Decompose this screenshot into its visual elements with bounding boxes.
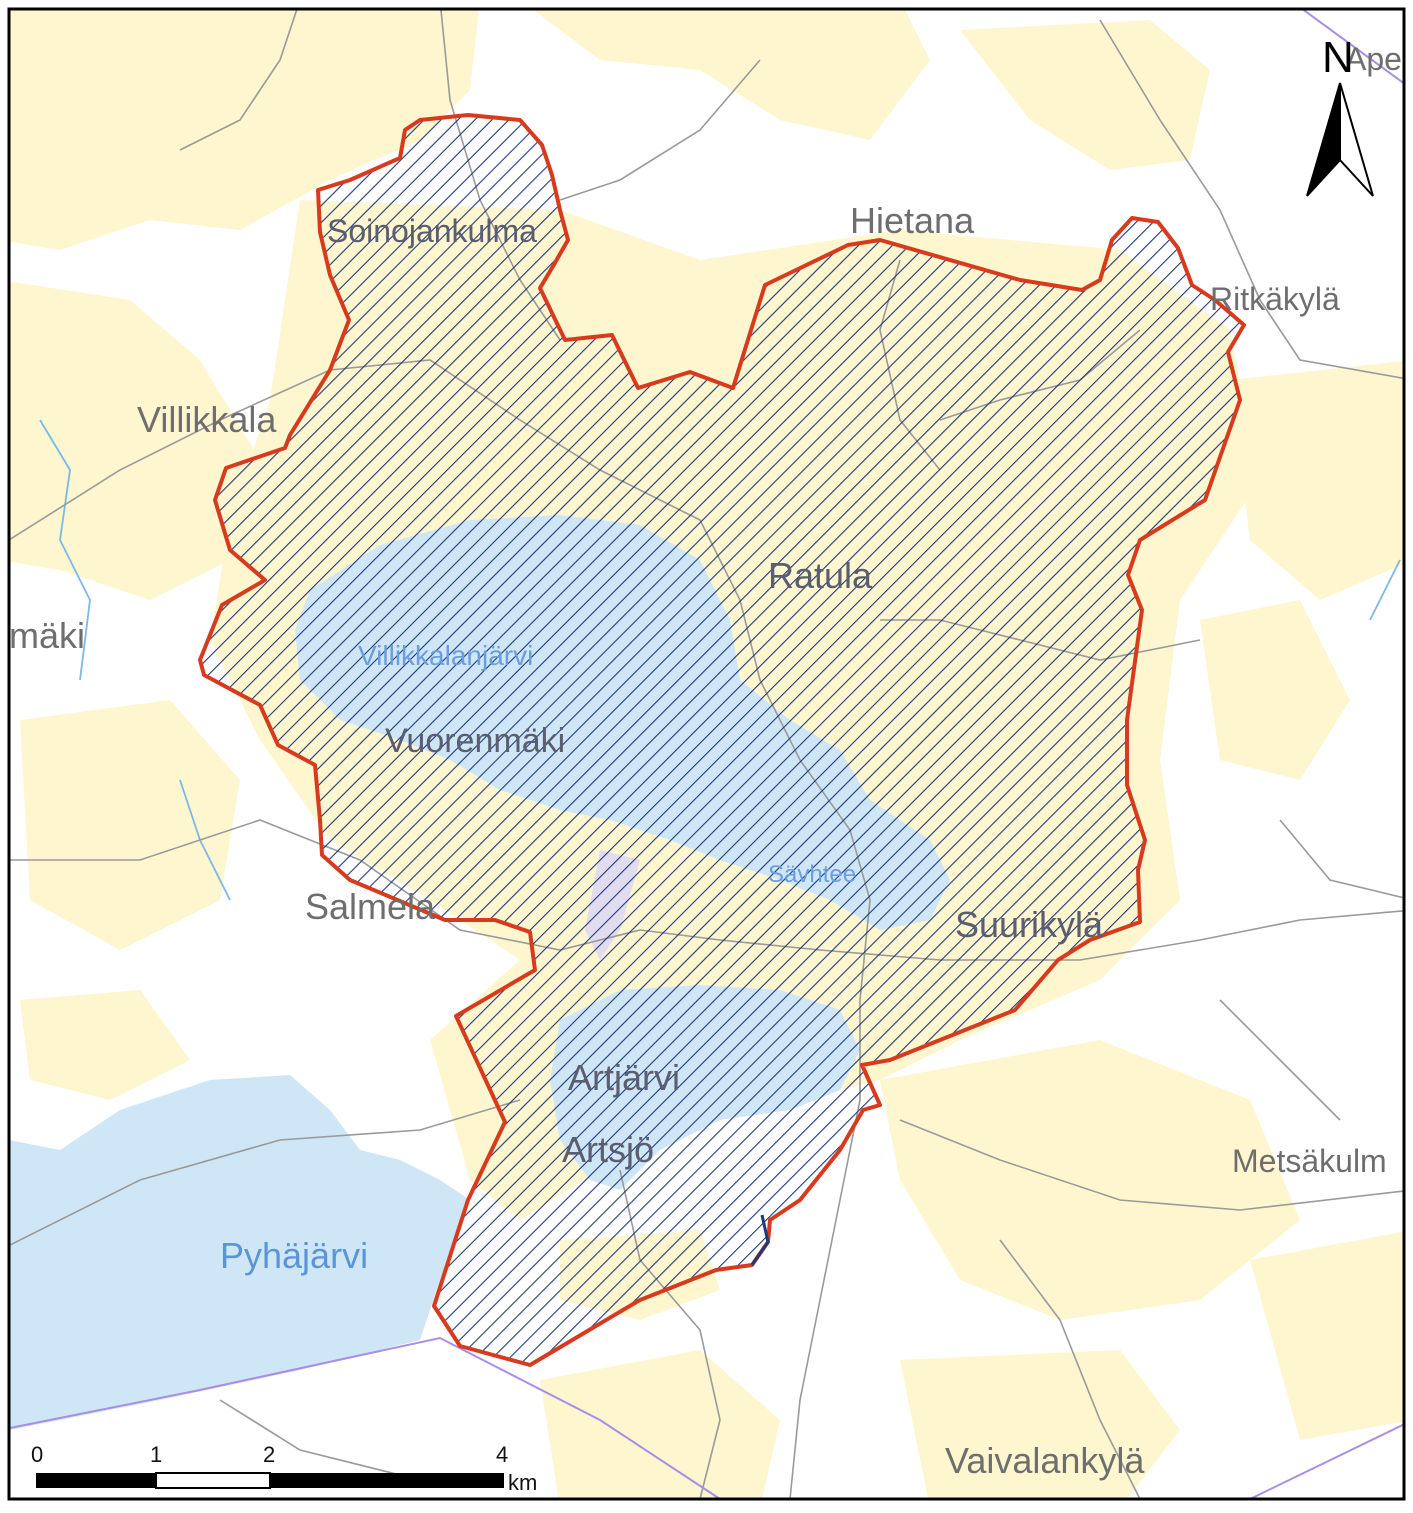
study-area-blue-edge [750,1214,770,1266]
north-arrow-icon [1306,82,1374,197]
scale-segment-1-2 [155,1472,271,1489]
scale-tick-1: 1 [150,1442,162,1467]
place-labels: Hietana Ritkäkylä Ape Villikkala mäki Sa… [9,41,1402,1481]
scale-tick-0: 0 [31,1442,43,1467]
label-villikkalanjarvi: Villikkalanjärvi [358,640,533,671]
label-artsjo: Artsjö [562,1129,654,1170]
scale-unit: km [508,1470,537,1495]
label-ritkakyla: Ritkäkylä [1210,281,1340,317]
scale-tick-4: 4 [496,1442,508,1467]
scale-bar: 0 1 2 4 km [31,1442,537,1495]
lake-pyhajarvi [9,1075,470,1430]
scale-segment-2-4 [270,1473,504,1488]
label-villikkala: Villikkala [137,399,277,440]
study-area-polygon [198,113,1246,1367]
label-metsakulm: Metsäkulm [1232,1143,1387,1179]
label-suurikyla: Suurikylä [955,904,1104,945]
label-pyhajarvi: Pyhäjärvi [220,1235,368,1276]
north-arrow: N [1306,33,1374,197]
label-ape: Ape [1345,41,1402,77]
label-hietana: Hietana [850,200,975,241]
label-vaivalankyla: Vaivalankylä [945,1440,1145,1481]
label-artjarvi: Artjärvi [568,1057,680,1098]
scale-segment-0-1 [36,1473,156,1488]
label-maki: mäki [9,615,85,656]
label-vuorenmaki: Vuorenmäki [385,722,565,760]
label-ratula: Ratula [768,555,873,596]
label-soinojankulma: Soinojankulma [327,213,537,249]
study-area [198,113,1246,1367]
north-arrow-label: N [1322,33,1354,82]
label-salmela: Salmela [305,886,436,927]
scale-tick-2: 2 [263,1442,275,1467]
label-savhtee: Sävhtee [768,861,856,888]
map-border [7,7,1406,1501]
